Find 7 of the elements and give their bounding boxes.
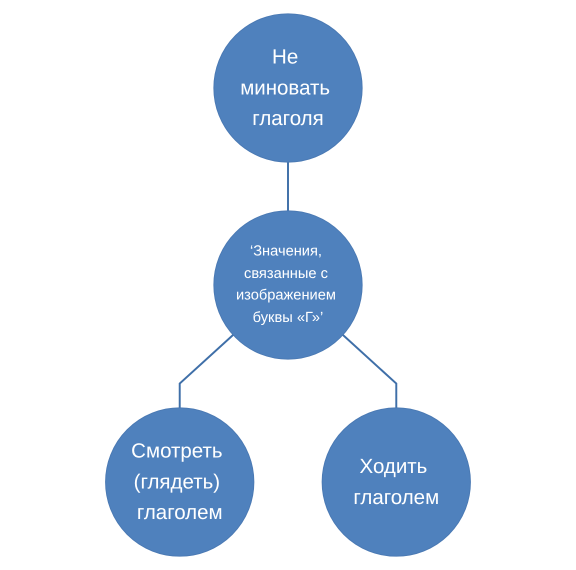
node-circle: ‘Значения, связанные с изображением буквы «Г»’ <box>213 210 363 360</box>
connector <box>342 334 398 408</box>
connector <box>178 334 234 408</box>
node-circle: Ходить глаголем <box>322 407 471 557</box>
node-circle: Не миновать глаголя <box>213 13 363 163</box>
connector <box>287 162 289 211</box>
node-circle: Смотреть (глядеть) глаголем <box>105 407 254 557</box>
